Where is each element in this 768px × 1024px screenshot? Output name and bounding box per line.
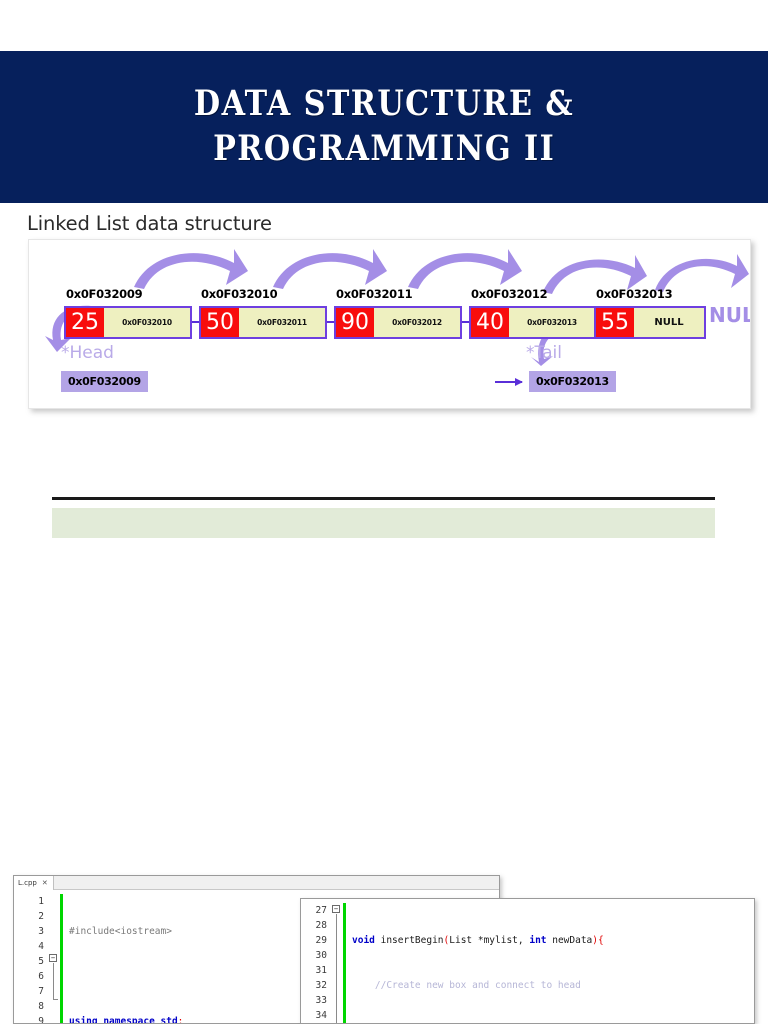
node-address-2: 0x0F032010 [201,287,278,301]
line-number: 7 [38,986,44,997]
swoosh-arrow-icon-2 [130,243,250,293]
head-pointer-box: 0x0F032009 [61,371,148,392]
swoosh-arrow-icon-tail [529,320,577,366]
line-number: 27 [315,905,327,916]
node-next-1: 0x0F032010 [104,308,190,337]
list-node-4: 40 0x0F032013 [469,306,597,339]
node-address-1: 0x0F032009 [66,287,143,301]
editor-body-right: 27 28 29 30 31 32 33 34 35 − void insert… [301,899,754,1023]
null-terminator-label: NULL [709,303,750,327]
node-data-2: 50 [201,308,239,337]
line-number-gutter-right: 27 28 29 30 31 32 33 34 35 [301,899,331,1023]
slide-title-banner: Data Structure & Programming II [0,51,768,203]
swoosh-arrow-icon-3 [269,243,389,293]
code-line: //Create new box and connect to head [374,980,581,991]
node-data-4: 40 [471,308,509,337]
list-node-1: 25 0x0F032010 [64,306,192,339]
line-number: 29 [315,935,327,946]
line-number: 33 [315,995,327,1006]
horizontal-rule [52,497,715,500]
code-editor-window-right[interactable]: 27 28 29 30 31 32 33 34 35 − void insert… [300,898,755,1024]
line-number: 6 [38,971,44,982]
node-address-4: 0x0F032012 [471,287,548,301]
line-number: 34 [315,1010,327,1021]
line-number: 30 [315,950,327,961]
line-number: 3 [38,926,44,937]
slide-title-line-2: Programming II [212,128,556,169]
modified-line-marker-left [60,894,63,1023]
line-number: 32 [315,980,327,991]
content-placeholder-bar [52,508,715,538]
line-number: 8 [38,1001,44,1012]
swoosh-arrow-icon-5 [539,250,649,298]
fold-guide-end [52,999,58,1000]
swoosh-arrow-icon-6 [651,250,750,298]
line-number: 9 [38,1016,44,1024]
slide-title-line-1: Data Structure & [193,83,575,125]
node-next-4: 0x0F032013 [509,308,595,337]
line-number: 2 [38,911,44,922]
code-text-right[interactable]: void insertBegin(List *mylist, int newDa… [352,899,754,1023]
line-number-gutter-left: 1 2 3 4 5 6 7 8 9 10 [14,890,48,1023]
linked-list-diagram: 0x0F032009 25 0x0F032010 0x0F032010 50 0… [28,239,751,409]
fold-guide-line [52,963,54,999]
editor-tabstrip-left: L.cpp ✕ [14,876,499,890]
line-number: 5 [38,956,44,967]
node-next-2: 0x0F032011 [239,308,325,337]
swoosh-arrow-icon-1 [43,302,103,354]
node-data-3: 90 [336,308,374,337]
line-number: 28 [315,920,327,931]
code-fold-column-right[interactable]: − [331,899,343,1023]
tail-pointer-box: 0x0F032013 [529,371,616,392]
code-line: void insertBegin(List *mylist, int newDa… [352,935,604,946]
editor-tab-label: L.cpp [18,878,37,887]
line-number: 4 [38,941,44,952]
tail-pointer-label: *Tail [526,343,562,363]
list-node-2: 50 0x0F032011 [199,306,327,339]
tail-pointer-arrow [495,377,523,386]
line-number: 31 [315,965,327,976]
list-node-3: 90 0x0F032012 [334,306,462,339]
code-line: #include<iostream> [69,926,172,937]
list-node-5: 55 NULL [594,306,706,339]
code-text-left[interactable]: #include<iostream> using namespace std; … [69,890,499,1023]
close-icon[interactable]: ✕ [41,878,48,887]
node-data-1: 25 [66,308,104,337]
fold-toggle-icon[interactable]: − [332,905,340,913]
code-line: using namespace std; [69,1016,184,1024]
node-address-3: 0x0F032011 [336,287,413,301]
swoosh-arrow-icon-4 [404,243,524,293]
fold-toggle-icon[interactable]: − [49,954,57,962]
code-fold-column-left[interactable]: − − [48,890,60,1023]
node-address-5: 0x0F032013 [596,287,673,301]
head-pointer-label: *Head [61,343,114,363]
node-next-5: NULL [634,308,704,337]
section-heading: Linked List data structure [27,212,272,235]
editor-tab-lcpp[interactable]: L.cpp ✕ [14,876,54,890]
fold-guide-line [335,914,337,1023]
node-data-5: 55 [596,308,634,337]
line-number: 1 [38,896,44,907]
node-next-3: 0x0F032012 [374,308,460,337]
modified-line-marker-right [343,903,346,1023]
